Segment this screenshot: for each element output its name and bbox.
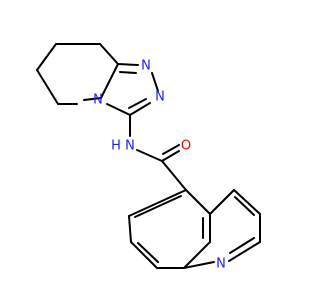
bond xyxy=(128,189,187,217)
atom-label-amide-h: H xyxy=(111,139,121,154)
bond xyxy=(119,71,137,74)
bond xyxy=(161,160,187,191)
atom-label-amide-n: N xyxy=(125,139,135,154)
bond xyxy=(137,242,159,263)
bond xyxy=(228,241,261,262)
bond xyxy=(106,103,131,116)
bond xyxy=(117,63,139,66)
atom-label-quinoline-n: N xyxy=(216,257,226,272)
bond xyxy=(183,261,215,269)
bond xyxy=(36,69,59,105)
bonds xyxy=(36,43,261,269)
bond xyxy=(229,237,255,254)
bond xyxy=(83,97,102,101)
bond xyxy=(136,149,163,162)
bond xyxy=(129,102,151,116)
bond xyxy=(234,196,255,216)
bond xyxy=(99,43,119,65)
bond xyxy=(151,72,159,92)
bond xyxy=(162,144,180,155)
bond xyxy=(161,150,180,162)
atom-label-carbonyl-o: O xyxy=(181,139,191,154)
bond xyxy=(183,241,211,269)
bond xyxy=(128,215,132,243)
bond xyxy=(185,189,211,215)
atom-label-n1: N xyxy=(141,59,151,74)
bond xyxy=(100,63,119,99)
atom-label-n4: N xyxy=(93,93,103,108)
bond xyxy=(130,241,158,269)
bond xyxy=(233,189,261,215)
bond xyxy=(209,189,235,215)
atom-label-n2: N xyxy=(155,90,165,105)
chemical-structure-diagram: N N N N H O N xyxy=(36,43,261,272)
atom-labels: N N N N H O N xyxy=(93,59,226,272)
bond xyxy=(36,43,57,71)
bond xyxy=(134,195,182,218)
bond xyxy=(128,98,147,109)
